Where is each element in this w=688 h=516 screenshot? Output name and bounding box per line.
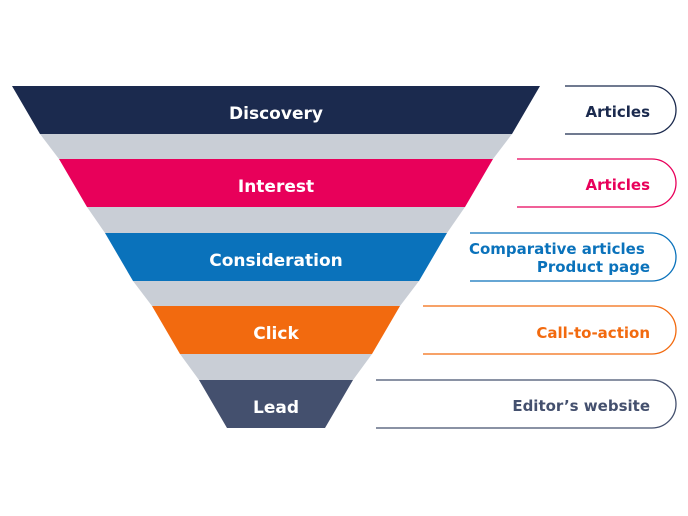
stage-lead-shape (199, 380, 353, 428)
connector-band (133, 281, 419, 306)
channel-click-label: Call-to-action (536, 324, 650, 342)
channel-consideration-label: Comparative articles Product page (469, 240, 650, 276)
channel-discovery-line: Articles (586, 103, 651, 121)
channel-lead-line: Editor’s website (512, 397, 650, 415)
stage-consideration-shape (105, 233, 447, 281)
stage-discovery-shape (12, 86, 540, 134)
stage-click: Click (152, 306, 400, 354)
connector-band (40, 134, 512, 159)
channel-interest-outline (517, 158, 677, 208)
stage-click-shape (152, 306, 400, 354)
channel-discovery: Articles (565, 85, 677, 135)
connector-band (180, 354, 372, 380)
stage-discovery: Discovery (12, 86, 540, 134)
channel-discovery-outline (565, 85, 677, 135)
stage-click-label: Click (253, 324, 299, 344)
funnel-connectors (40, 134, 512, 380)
channel-consideration: Comparative articles Product page (469, 232, 677, 282)
channel-click: Call-to-action (423, 305, 677, 355)
connector-band (87, 207, 465, 233)
channel-lead-outline (376, 379, 677, 429)
channel-interest-label: Articles (586, 176, 651, 194)
stage-lead-label: Lead (253, 398, 299, 418)
stage-interest: Interest (59, 159, 493, 207)
stage-consideration-label: Consideration (209, 251, 343, 271)
stage-interest-shape (59, 159, 493, 207)
channel-click-line: Call-to-action (536, 324, 650, 342)
channel-interest-line: Articles (586, 176, 651, 194)
channel-discovery-label: Articles (586, 103, 651, 121)
channel-interest: Articles (517, 158, 677, 208)
channel-click-outline (423, 305, 677, 355)
stage-interest-label: Interest (238, 177, 314, 197)
stage-discovery-label: Discovery (229, 104, 323, 124)
channel-lead: Editor’s website (376, 379, 677, 429)
channel-consideration-line-1: Comparative articles (469, 240, 645, 258)
stage-consideration: Consideration (105, 233, 447, 281)
channel-consideration-outline (470, 232, 677, 282)
channel-consideration-line-2: Product page (537, 258, 650, 276)
stage-lead: Lead (199, 380, 353, 428)
channel-lead-label: Editor’s website (512, 397, 650, 415)
